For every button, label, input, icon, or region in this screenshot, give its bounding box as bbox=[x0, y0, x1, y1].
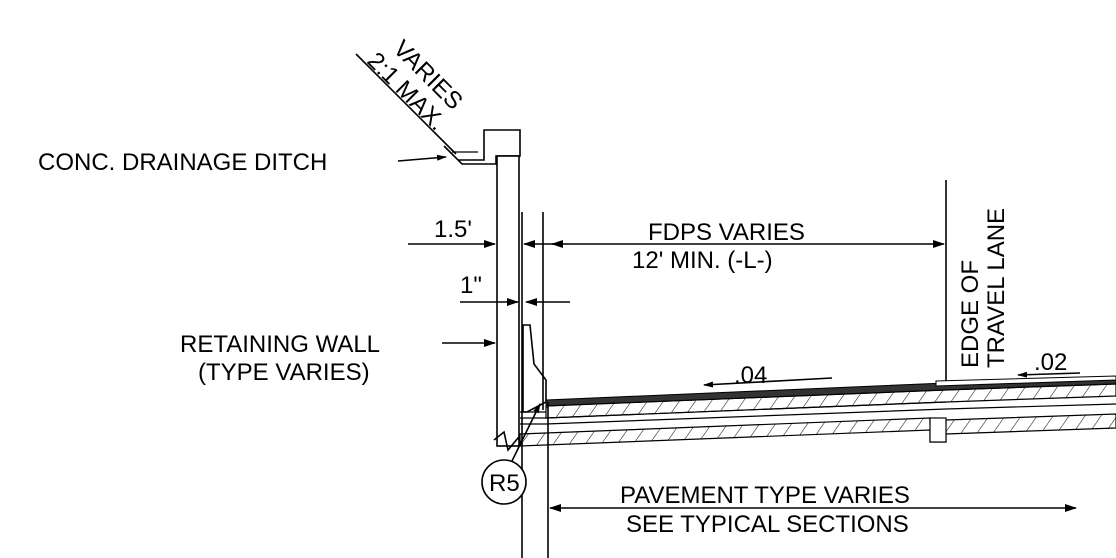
ditch-label: CONC. DRAINAGE DITCH bbox=[38, 149, 327, 176]
slope-02-arrow bbox=[1017, 371, 1081, 378]
callout-leader bbox=[511, 403, 541, 462]
drainage-ditch bbox=[355, 53, 521, 165]
slope-04-label: .04 bbox=[734, 362, 767, 389]
slope-04-arrow bbox=[703, 377, 833, 388]
offset-1-5-label: 1.5' bbox=[434, 216, 472, 243]
callout-label: R5 bbox=[489, 470, 520, 497]
callout-circle bbox=[481, 459, 527, 505]
slope-line bbox=[355, 53, 457, 155]
edge-label-line1: EDGE OF bbox=[957, 260, 984, 368]
edge-label-line2: TRAVEL LANE bbox=[983, 208, 1010, 368]
wall-label-line1: RETAINING WALL bbox=[180, 331, 380, 358]
pavement-label-line2: SEE TYPICAL SECTIONS bbox=[626, 511, 909, 538]
fdps-label-line2: 12' MIN. (-L-) bbox=[632, 247, 773, 274]
pavement-label-line1: PAVEMENT TYPE VARIES bbox=[620, 482, 910, 509]
fdps-label-line1: FDPS VARIES bbox=[648, 219, 805, 246]
wall-label-line2: (TYPE VARIES) bbox=[198, 359, 370, 386]
ditch-leader bbox=[397, 154, 447, 162]
slope-02-label: .02 bbox=[1034, 349, 1067, 376]
pavement-section bbox=[519, 375, 1116, 447]
ditch-profile bbox=[443, 129, 521, 165]
offset-1in-label: 1" bbox=[460, 272, 482, 299]
